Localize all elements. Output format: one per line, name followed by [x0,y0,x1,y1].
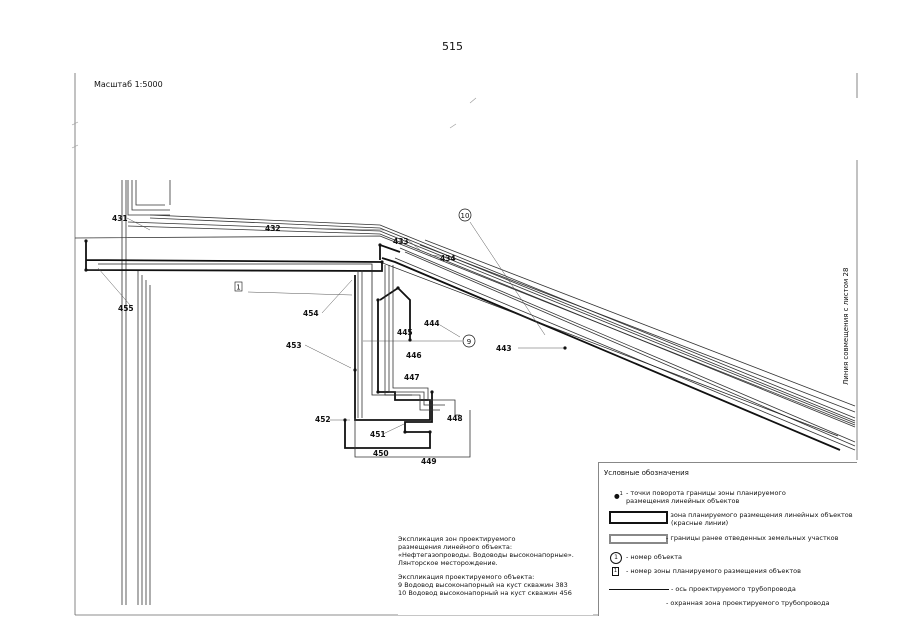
point-label-449: 449 [421,457,437,466]
object-number-10: 10 [461,212,470,220]
explication-zones-title: Лянторское месторождение. [398,559,498,567]
object-number-9: 9 [467,338,471,346]
zone-number-sample-icon: 1 [612,567,619,576]
explication-item-10: 10 Водовод высоконапорный на куст скважи… [398,589,572,597]
zone-number-marker: 1 [234,281,243,292]
zone-number: 1 [236,284,240,292]
inner-parcel-bands [354,265,471,458]
point-label-434: 434 [440,254,456,263]
legend-zone-text: - зона планируемого размещения линейных … [666,511,853,519]
legend-turn-points-text: - точки поворота границы зоны планируемо… [626,489,786,497]
point-label-453: 453 [286,341,302,350]
legend-zone-text: (красные линии) [671,519,729,527]
sheet-join-label: Линия совмещения с листом 28 [842,267,850,385]
legend-turn-points-text: размещения линейных объектов [626,497,740,505]
point-label-433: 433 [393,237,409,246]
legend-protection-text: - охранная зона проектируемого трубопров… [666,599,830,607]
explication-zones-title: Экспликация зон проектируемого [398,535,516,543]
legend-parcels-text: - границы ранее отведенных земельных уча… [666,534,839,542]
point-label-448: 448 [447,414,463,423]
point-label-445: 445 [397,328,413,337]
legend-object-number-text: - номер объекта [626,553,683,561]
legend-zone-number-text: - номер зоны планируемого размещения объ… [626,567,801,575]
point-label-452: 452 [315,415,331,424]
point-label-450: 450 [373,449,389,458]
turn-points [84,239,567,434]
explication-item-9: 9 Водовод высоконапорный на куст скважин… [398,581,568,589]
point-label-432: 432 [265,224,281,233]
parcel-sample-icon [609,534,668,544]
explication-zones-title: размещения линейного объекта: [398,543,513,551]
legend-axis-text: - ось проектируемого трубопровода [671,585,796,593]
point-label-455: 455 [118,304,134,313]
explication-objects-title: Экспликация проектируемого объекта: [398,573,535,581]
main-corridor [74,214,856,451]
faint-marks [71,97,477,149]
object-number-sample-icon: 1 [610,552,622,564]
point-label-447: 447 [404,373,420,382]
point-label-454: 454 [303,309,319,318]
turn-point-sample-icon: ●1 [614,491,623,501]
object-marker-10: 10 [458,208,472,222]
point-label-431: 431 [112,214,128,223]
point-label-446: 446 [406,351,422,360]
leader-lines [97,217,565,435]
zone-sample-icon [609,511,668,524]
explication-zones-title: «Нефтегазопроводы. Водоводы высоконапорн… [398,551,574,559]
page-number: 515 [442,40,463,53]
legend: Условные обозначения ●1 - точки поворота… [598,462,857,616]
explication-block: Экспликация зон проектируемого размещени… [398,535,593,615]
axis-sample-icon [609,589,669,590]
pipeline-axis [98,261,839,437]
legend-title: Условные обозначения [604,469,689,477]
point-label-444: 444 [424,319,440,328]
scale-label: Масштаб 1:5000 [94,80,163,89]
object-marker-9: 9 [462,334,476,348]
zone-boundary [85,241,841,451]
point-label-443: 443 [496,344,512,353]
point-label-451: 451 [370,430,386,439]
parcel-bands-left [121,180,171,605]
